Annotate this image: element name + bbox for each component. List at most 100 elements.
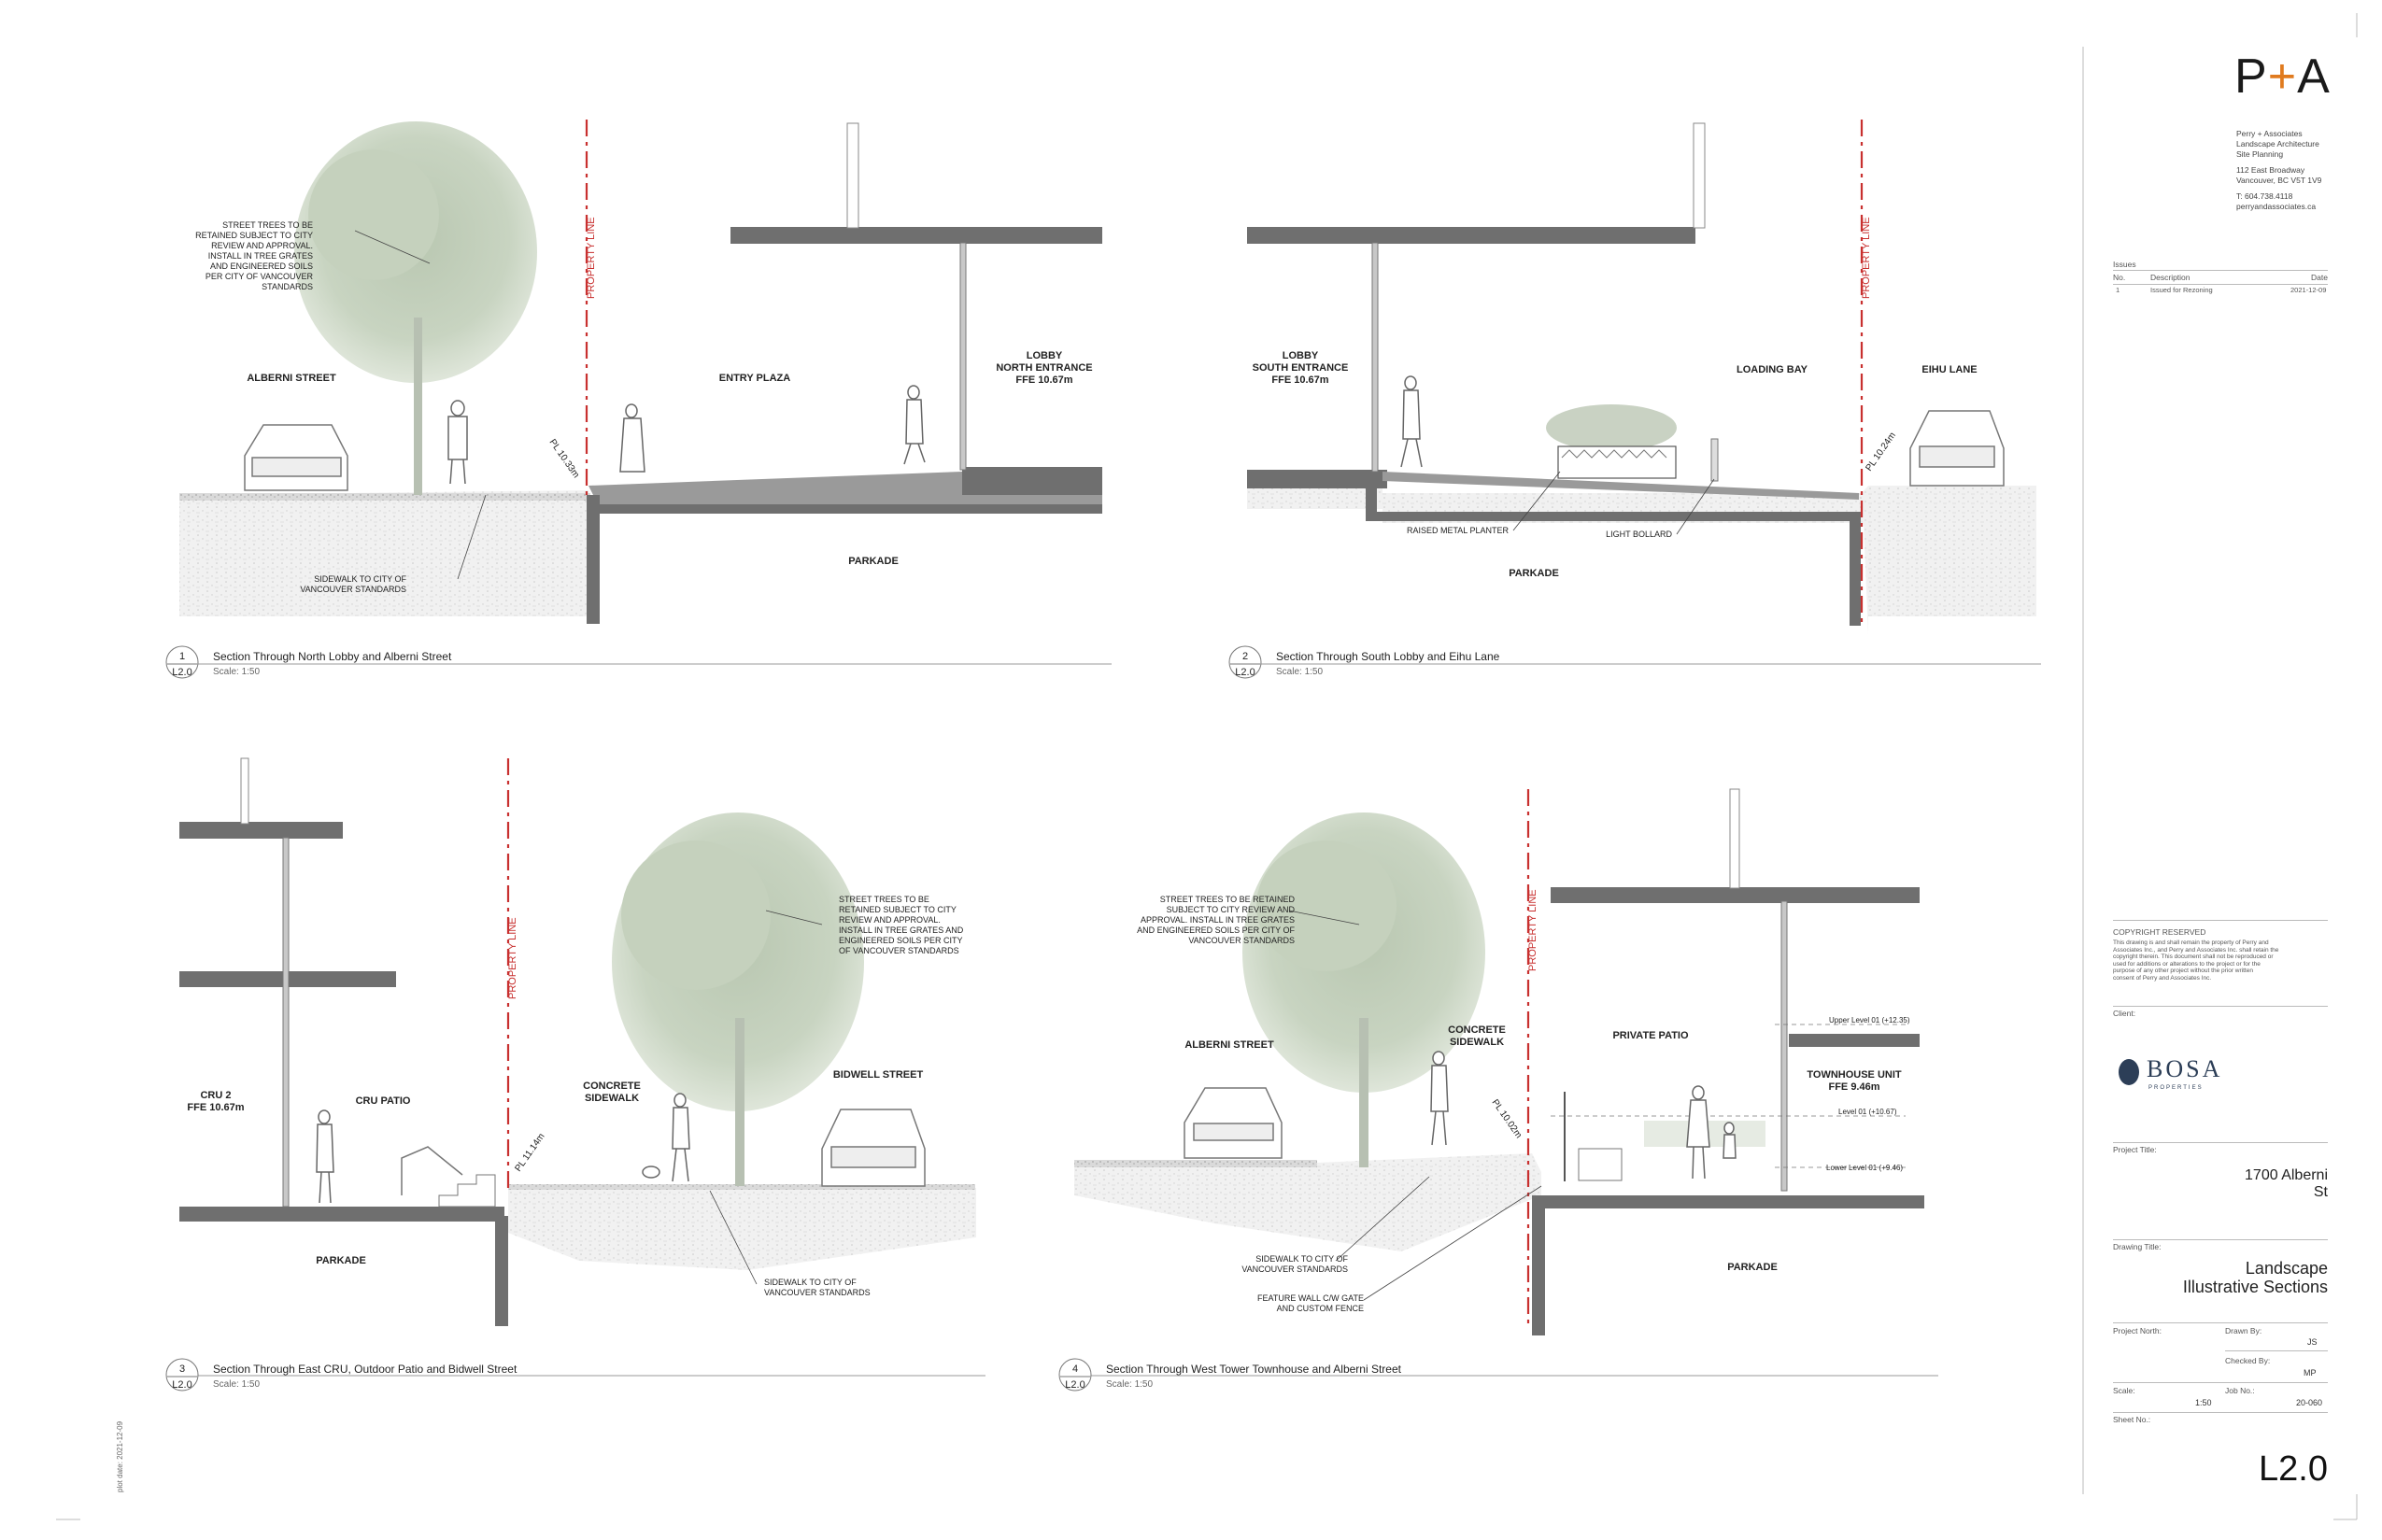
- person-silhouette-2: [1400, 375, 1423, 468]
- label-cru-2-a: CRU 2: [200, 1090, 231, 1101]
- label-concrete-sidewalk-4b: SIDEWALK: [1450, 1037, 1504, 1048]
- tree-note-3-l1: STREET TREES TO BE: [839, 895, 929, 904]
- section-3-scale: Scale: 1:50: [213, 1379, 260, 1390]
- car-silhouette-2: [1909, 410, 2005, 487]
- section-3-number: 3: [179, 1363, 185, 1375]
- sidewalk-note-1-l1: SIDEWALK TO CITY OF: [314, 574, 406, 584]
- firm-info: Perry + Associates Landscape Architectur…: [2236, 129, 2321, 212]
- section-1-ref: L2.0: [172, 667, 191, 678]
- label-private-patio: PRIVATE PATIO: [1612, 1030, 1689, 1041]
- firm-address-2: Vancouver, BC V5T 1V9: [2236, 176, 2322, 185]
- tree-note-1-l5: AND ENGINEERED SOILS: [210, 261, 313, 271]
- section-4-drawing: [1074, 788, 1924, 1335]
- sheet-no-label: Sheet No.:: [2113, 1415, 2151, 1424]
- section-4-ref: L2.0: [1065, 1379, 1085, 1391]
- people-silhouettes: [447, 385, 926, 485]
- issue-row-no: 1: [2116, 286, 2120, 294]
- job-no-label: Job No.:: [2225, 1386, 2255, 1395]
- tree-note-1-l4: INSTALL IN TREE GRATES: [208, 251, 313, 261]
- label-alberni-street: ALBERNI STREET: [247, 373, 336, 384]
- section-3-title: Section Through East CRU, Outdoor Patio …: [213, 1363, 518, 1376]
- scale-label: Scale:: [2113, 1386, 2135, 1395]
- label-concrete-sidewalk-3a: CONCRETE: [583, 1081, 641, 1092]
- label-raised-metal-planter: RAISED METAL PLANTER: [1407, 526, 1510, 535]
- sidewalk-note-3-l2: VANCOUVER STANDARDS: [764, 1288, 871, 1297]
- sheet-number: L2.0: [2259, 1449, 2328, 1489]
- tree-note-1-l7: STANDARDS: [262, 282, 313, 291]
- label-lobby-2-b: SOUTH ENTRANCE: [1253, 362, 1349, 374]
- tree-note-1-l2: RETAINED SUBJECT TO CITY: [195, 231, 313, 240]
- section-2-title: Section Through South Lobby and Eihu Lan…: [1276, 650, 1500, 663]
- section-1-scale: Scale: 1:50: [213, 667, 260, 677]
- plot-date: plot date: 2021-12-09: [116, 1420, 124, 1492]
- label-eihu-lane: EIHU LANE: [1921, 364, 1977, 375]
- firm-phone: T: 604.738.4118: [2236, 191, 2293, 201]
- section-number-circles: [165, 645, 1262, 1392]
- firm-address-1: 112 East Broadway: [2236, 165, 2305, 175]
- section-2-ref: L2.0: [1235, 667, 1255, 678]
- car-silhouette-3: [821, 1109, 926, 1187]
- checked-by-label: Checked By:: [2225, 1356, 2271, 1365]
- issue-row-desc: Issued for Rezoning: [2150, 286, 2213, 294]
- label-lobby-1-c: FFE 10.67m: [1015, 374, 1072, 386]
- label-lobby-2-a: LOBBY: [1283, 350, 1319, 361]
- drawing-title-label: Drawing Title:: [2113, 1242, 2162, 1251]
- section-2-drawing: [1247, 120, 2036, 635]
- label-entry-plaza: ENTRY PLAZA: [719, 373, 790, 384]
- tree-note-3-l6: OF VANCOUVER STANDARDS: [839, 946, 959, 955]
- project-title-label: Project Title:: [2113, 1145, 2157, 1154]
- label-property-line-2: PROPERTY LINE: [1861, 217, 1872, 299]
- label-lobby-1-a: LOBBY: [1027, 350, 1063, 361]
- copyright-text: This drawing is and shall remain the pro…: [2113, 940, 2279, 982]
- firm-website[interactable]: perryandassociates.ca: [2236, 202, 2317, 211]
- label-cru-patio: CRU PATIO: [356, 1095, 411, 1107]
- section-1-drawing: [179, 120, 1102, 624]
- project-title: 1700 Alberni St: [2245, 1167, 2328, 1200]
- car-silhouette-4: [1184, 1087, 1283, 1159]
- sheet-frame: [56, 13, 2358, 1520]
- client-label: Client:: [2113, 1009, 2136, 1018]
- tree-note-1-l3: REVIEW AND APPROVAL.: [211, 241, 313, 250]
- label-concrete-sidewalk-3b: SIDEWALK: [585, 1093, 639, 1104]
- firm-line-1: Perry + Associates: [2236, 129, 2303, 138]
- firm-line-3: Site Planning: [2236, 149, 2284, 159]
- label-lower-level: Lower Level 01 (+9.46): [1826, 1164, 1903, 1172]
- section-2-scale: Scale: 1:50: [1276, 667, 1323, 677]
- client-logo: BOSA: [2147, 1055, 2223, 1082]
- section-3-ref: L2.0: [172, 1379, 191, 1391]
- label-parkade-2: PARKADE: [1509, 568, 1559, 579]
- sidewalk-note-1-l2: VANCOUVER STANDARDS: [300, 585, 406, 594]
- drawing-title: Landscape Illustrative Sections: [2148, 1259, 2328, 1296]
- label-bidwell-street: BIDWELL STREET: [833, 1069, 924, 1081]
- tree-note-3-l2: RETAINED SUBJECT TO CITY: [839, 905, 957, 914]
- label-parkade-4: PARKADE: [1727, 1262, 1778, 1273]
- section-1-title: Section Through North Lobby and Alberni …: [213, 650, 452, 663]
- section-4-title: Section Through West Tower Townhouse and…: [1106, 1363, 1402, 1376]
- tree-note-3-l3: REVIEW AND APPROVAL.: [839, 915, 941, 925]
- label-property-line-4: PROPERTY LINE: [1527, 889, 1538, 971]
- section-4-scale: Scale: 1:50: [1106, 1379, 1153, 1390]
- tree-note-1-l1: STREET TREES TO BE: [222, 220, 313, 230]
- label-townhouse-unit-b: FFE 9.46m: [1828, 1081, 1879, 1093]
- issues-col-desc: Description: [2150, 273, 2191, 282]
- section-title-rules: [187, 663, 2041, 1377]
- job-no-value: 20-060: [2296, 1398, 2323, 1407]
- drawing-title-line-1: Landscape: [2245, 1259, 2328, 1278]
- checked-by-value: MP: [2304, 1368, 2317, 1378]
- section-2-number: 2: [1242, 651, 1248, 662]
- issues-col-date: Date: [2311, 273, 2328, 282]
- label-lobby-1-b: NORTH ENTRANCE: [996, 362, 1092, 374]
- tree-note-4-l4: AND ENGINEERED SOILS PER CITY OF: [1137, 925, 1295, 935]
- label-upper-level: Upper Level 01 (+12.35): [1829, 1016, 1910, 1024]
- client-logo-mark: [2119, 1059, 2139, 1085]
- scale-value: 1:50: [2195, 1398, 2212, 1407]
- label-pl-2: PL 10.24m: [1864, 431, 1898, 473]
- tree-note-4-l2: SUBJECT TO CITY REVIEW AND: [1167, 905, 1296, 914]
- issues-col-no: No.: [2113, 273, 2126, 282]
- label-concrete-sidewalk-4a: CONCRETE: [1448, 1024, 1506, 1036]
- fence-note-4-l2: AND CUSTOM FENCE: [1277, 1304, 1364, 1313]
- tree-note-4-l3: APPROVAL. INSTALL IN TREE GRATES: [1141, 915, 1295, 925]
- label-townhouse-unit-a: TOWNHOUSE UNIT: [1807, 1069, 1902, 1081]
- label-property-line-3: PROPERTY LINE: [507, 917, 518, 999]
